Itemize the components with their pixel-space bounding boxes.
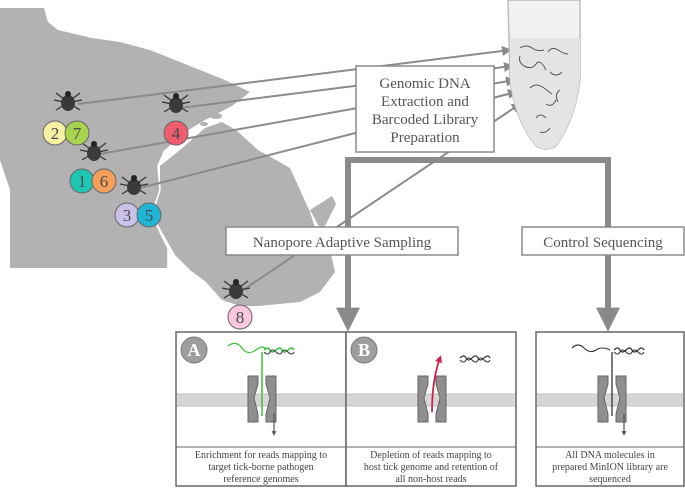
membrane — [537, 394, 683, 406]
genomic-dna-box: Genomic DNA Extraction and Barcoded Libr… — [355, 65, 495, 153]
site-badge-8: 8 — [227, 304, 253, 330]
tick-icon — [161, 93, 191, 113]
svg-text:Depletion of reads mapping to: Depletion of reads mapping to — [370, 450, 492, 461]
svg-text:All DNA molecules in: All DNA molecules in — [565, 450, 655, 461]
svg-text:Enrichment for reads mapping t: Enrichment for reads mapping to — [195, 450, 327, 461]
svg-text:Genomic DNA: Genomic DNA — [379, 76, 470, 92]
svg-text:B: B — [358, 340, 370, 360]
svg-text:prepared MinION library are: prepared MinION library are — [552, 462, 668, 473]
sample-tube — [507, 0, 581, 150]
svg-text:Nanopore Adaptive Sampling: Nanopore Adaptive Sampling — [253, 235, 432, 251]
site-badge-6: 6 — [91, 168, 117, 194]
minnesota-shape — [0, 8, 250, 268]
island — [200, 122, 208, 126]
tick-icon — [119, 175, 149, 195]
svg-text:Extraction and: Extraction and — [381, 94, 469, 110]
site-badge-2: 2 — [42, 120, 68, 146]
panel-control: All DNA molecules in prepared MinION lib… — [535, 331, 685, 487]
membrane — [177, 394, 345, 406]
site-badge-1: 1 — [69, 168, 95, 194]
target-helix — [263, 347, 295, 353]
ejected-strand — [431, 355, 442, 413]
nanopore-icon — [417, 375, 447, 423]
panel-b-badge — [350, 336, 378, 364]
panel-b: B Depletion of reads mapping to host tic… — [345, 331, 517, 487]
connector-2-7 — [77, 46, 512, 105]
target-strand-tail — [227, 342, 267, 354]
dna-strand-tail — [571, 344, 611, 353]
host-helix — [459, 355, 491, 361]
svg-text:4: 4 — [172, 124, 181, 143]
membrane — [347, 394, 515, 406]
panel-a-badge — [180, 336, 208, 364]
svg-text:2: 2 — [51, 124, 60, 143]
svg-text:5: 5 — [145, 206, 154, 225]
tick-icon — [53, 91, 83, 111]
svg-text:reference genomes: reference genomes — [223, 474, 298, 485]
site-badges: 2 7 4 1 6 3 5 8 — [42, 120, 253, 330]
tube-liquid — [510, 38, 580, 149]
dna-helix — [613, 347, 645, 353]
svg-text:6: 6 — [100, 172, 109, 191]
svg-text:target tick-borne pathogen: target tick-borne pathogen — [208, 462, 313, 473]
svg-text:Control Sequencing: Control Sequencing — [543, 235, 663, 251]
dna-in-tube — [519, 45, 569, 133]
svg-text:7: 7 — [73, 124, 82, 143]
svg-text:8: 8 — [236, 308, 245, 327]
wisconsin-shape — [152, 122, 335, 306]
svg-text:1: 1 — [78, 172, 87, 191]
control-label-box: Control Sequencing — [521, 226, 685, 256]
svg-text:A: A — [188, 340, 201, 360]
door-peninsula — [310, 196, 336, 232]
island — [210, 113, 222, 119]
svg-text:all non-host reads: all non-host reads — [395, 474, 466, 485]
site-badge-5: 5 — [136, 202, 162, 228]
svg-text:sequenced: sequenced — [589, 474, 631, 485]
tick-icon — [79, 141, 109, 161]
svg-text:3: 3 — [123, 206, 132, 225]
site-badge-3: 3 — [114, 202, 140, 228]
svg-text:host tick genome and retention: host tick genome and retention of — [364, 462, 499, 473]
panel-a: A Enrichment for reads mapping to target… — [175, 331, 347, 487]
svg-text:Barcoded Library: Barcoded Library — [372, 112, 479, 128]
tick-icons — [53, 91, 251, 299]
adaptive-label-box: Nanopore Adaptive Sampling — [225, 226, 459, 256]
tick-icon — [221, 279, 251, 299]
site-badge-4: 4 — [163, 120, 189, 146]
svg-text:Preparation: Preparation — [390, 130, 460, 146]
site-badge-7: 7 — [64, 120, 90, 146]
